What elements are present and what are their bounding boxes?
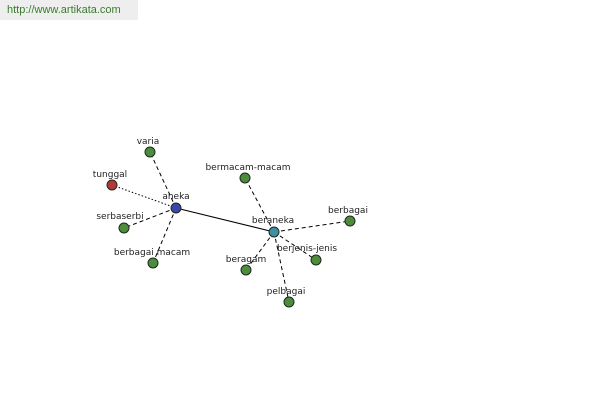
- edge-aneka-serbaserbi: [123, 207, 177, 229]
- node-beragam[interactable]: [240, 264, 252, 276]
- edge-beraneka-berjenis-jenis: [273, 231, 317, 261]
- node-bermacam-macam[interactable]: [239, 172, 251, 184]
- label-beraneka[interactable]: beraneka: [252, 216, 294, 226]
- node-pelbagai[interactable]: [283, 296, 295, 308]
- edge-aneka-varia: [149, 151, 177, 209]
- graph-nodes: [106, 146, 356, 308]
- label-varia[interactable]: varia: [137, 137, 160, 147]
- node-berbagai[interactable]: [344, 215, 356, 227]
- label-berjenis-jenis[interactable]: berjenis-jenis: [277, 244, 337, 254]
- graph-labels: aneka beraneka varia tunggal serbaserbi berba…: [93, 137, 368, 297]
- node-berbagai-macam[interactable]: [147, 257, 159, 269]
- label-tunggal[interactable]: tunggal: [93, 170, 127, 180]
- label-beragam[interactable]: beragam: [226, 255, 266, 265]
- label-bermacam-macam[interactable]: bermacam-macam: [205, 163, 290, 173]
- edge-aneka-beraneka: [175, 207, 275, 233]
- node-tunggal[interactable]: [106, 179, 118, 191]
- site-url-link[interactable]: http://www.artikata.com: [7, 4, 121, 16]
- label-berbagai[interactable]: berbagai: [328, 206, 368, 216]
- node-beraneka[interactable]: [268, 226, 280, 238]
- edge-aneka-berbagai-macam: [152, 207, 177, 264]
- label-berbagai-macam[interactable]: berbagai macam: [114, 248, 190, 258]
- edge-beraneka-berbagai: [273, 220, 351, 233]
- node-serbaserbi[interactable]: [118, 222, 130, 234]
- edge-beraneka-bermacam-macam: [244, 177, 275, 233]
- url-banner: http://www.artikata.com: [0, 0, 138, 20]
- node-berjenis-jenis[interactable]: [310, 254, 322, 266]
- edge-beraneka-pelbagai: [273, 231, 290, 303]
- graph-edges: [111, 151, 351, 303]
- edge-aneka-tunggal: [111, 184, 177, 209]
- node-aneka[interactable]: [170, 202, 182, 214]
- label-pelbagai[interactable]: pelbagai: [267, 287, 306, 297]
- edge-beraneka-beragam: [245, 231, 275, 271]
- label-serbaserbi[interactable]: serbaserbi: [96, 212, 143, 222]
- node-varia[interactable]: [144, 146, 156, 158]
- label-aneka[interactable]: aneka: [162, 192, 189, 202]
